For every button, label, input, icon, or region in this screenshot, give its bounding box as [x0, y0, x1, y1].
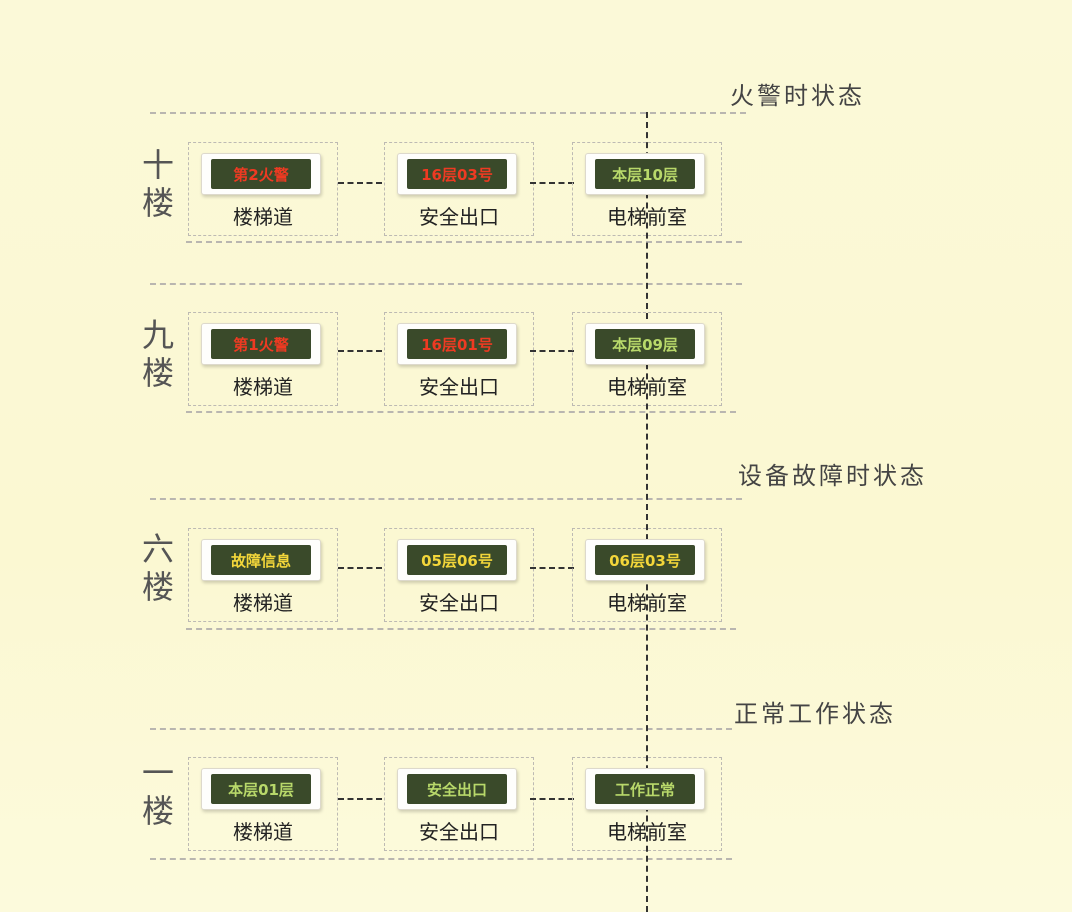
floor-label-1: 一 楼	[138, 754, 178, 830]
normal-state-title: 正常工作状态	[734, 700, 896, 728]
sign-panel: 第1火警	[201, 323, 321, 365]
floor-label-10: 十 楼	[138, 146, 178, 222]
sign-panel: 安全出口	[397, 768, 517, 810]
led-display: 第1火警	[211, 329, 311, 359]
sign-panel: 本层01层	[201, 768, 321, 810]
sign-panel: 06层03号	[585, 539, 705, 581]
sign-elevator-lobby: 本层10层 电梯前室	[572, 142, 722, 236]
elevator-shaft-line	[646, 112, 648, 912]
fault-state-title: 设备故障时状态	[738, 462, 927, 490]
sign-panel: 05层06号	[397, 539, 517, 581]
separator-line	[150, 112, 746, 114]
sign-caption: 电梯前室	[607, 375, 687, 399]
floor-label-char: 楼	[141, 568, 174, 606]
led-display: 安全出口	[407, 774, 507, 804]
sign-caption: 楼梯道	[233, 205, 293, 229]
led-display: 06层03号	[595, 545, 695, 575]
separator-line	[186, 628, 736, 630]
led-display: 本层10层	[595, 159, 695, 189]
separator-line	[150, 728, 732, 730]
sign-panel: 故障信息	[201, 539, 321, 581]
floor-label-char: 楼	[141, 792, 174, 830]
sign-panel: 本层10层	[585, 153, 705, 195]
sign-caption: 安全出口	[419, 591, 499, 615]
sign-elevator-lobby: 本层09层 电梯前室	[572, 312, 722, 406]
connector-line	[530, 567, 574, 569]
floor-label-char: 楼	[141, 184, 174, 222]
separator-line	[186, 411, 736, 413]
connector-line	[338, 182, 382, 184]
sign-caption: 电梯前室	[607, 205, 687, 229]
sign-panel: 第2火警	[201, 153, 321, 195]
sign-exit: 05层06号 安全出口	[384, 528, 534, 622]
led-display: 16层03号	[407, 159, 507, 189]
sign-exit: 16层01号 安全出口	[384, 312, 534, 406]
led-display: 工作正常	[595, 774, 695, 804]
sign-caption: 楼梯道	[233, 591, 293, 615]
connector-line	[338, 350, 382, 352]
sign-stairway: 本层01层 楼梯道	[188, 757, 338, 851]
led-display: 本层09层	[595, 329, 695, 359]
led-display: 第2火警	[211, 159, 311, 189]
led-display: 05层06号	[407, 545, 507, 575]
separator-line	[186, 241, 742, 243]
sign-caption: 楼梯道	[233, 820, 293, 844]
separator-line	[150, 498, 742, 500]
floor-label-char: 六	[141, 530, 174, 568]
fire-alarm-state-title: 火警时状态	[730, 82, 865, 110]
floor-label-char: 一	[141, 754, 174, 792]
sign-exit: 安全出口 安全出口	[384, 757, 534, 851]
floor-label-char: 楼	[141, 354, 174, 392]
sign-panel: 16层01号	[397, 323, 517, 365]
connector-line	[530, 182, 574, 184]
sign-stairway: 故障信息 楼梯道	[188, 528, 338, 622]
led-display: 故障信息	[211, 545, 311, 575]
sign-elevator-lobby: 06层03号 电梯前室	[572, 528, 722, 622]
sign-stairway: 第2火警 楼梯道	[188, 142, 338, 236]
floor-label-char: 九	[141, 316, 174, 354]
connector-line	[530, 350, 574, 352]
sign-elevator-lobby: 工作正常 电梯前室	[572, 757, 722, 851]
sign-caption: 安全出口	[419, 820, 499, 844]
floor-label-6: 六 楼	[138, 530, 178, 606]
connector-line	[338, 798, 382, 800]
floor-label-char: 十	[141, 146, 174, 184]
sign-panel: 本层09层	[585, 323, 705, 365]
sign-caption: 安全出口	[419, 375, 499, 399]
separator-line	[150, 858, 732, 860]
led-display: 16层01号	[407, 329, 507, 359]
sign-caption: 电梯前室	[607, 820, 687, 844]
sign-caption: 安全出口	[419, 205, 499, 229]
connector-line	[530, 798, 574, 800]
sign-exit: 16层03号 安全出口	[384, 142, 534, 236]
sign-panel: 16层03号	[397, 153, 517, 195]
sign-stairway: 第1火警 楼梯道	[188, 312, 338, 406]
separator-line	[150, 283, 742, 285]
led-display: 本层01层	[211, 774, 311, 804]
sign-caption: 楼梯道	[233, 375, 293, 399]
sign-panel: 工作正常	[585, 768, 705, 810]
floor-label-9: 九 楼	[138, 316, 178, 392]
connector-line	[338, 567, 382, 569]
sign-caption: 电梯前室	[607, 591, 687, 615]
